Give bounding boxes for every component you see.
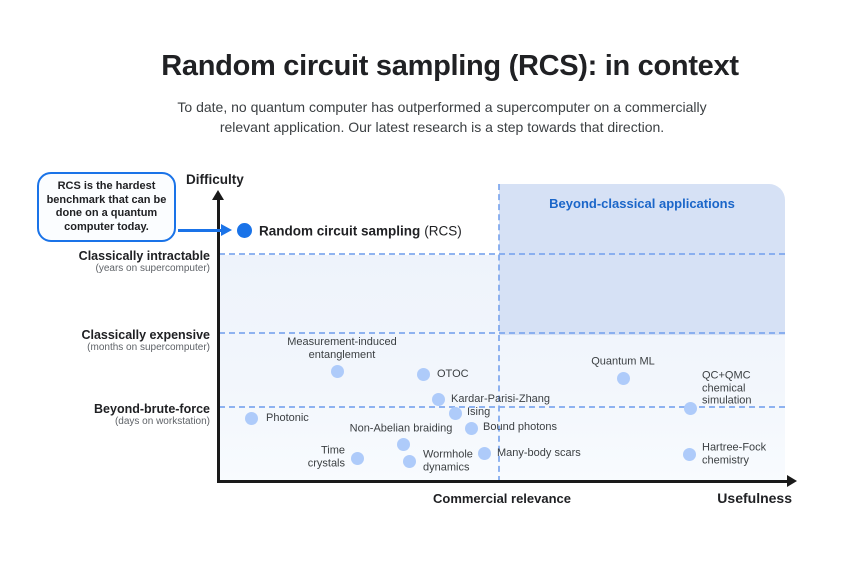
point-dot-wormhole-dynamics [402,454,416,468]
y-level-beyond-brute-force: Beyond-brute-force (days on workstation) [10,402,210,428]
y-level-classically-intractable: Classically intractable (years on superc… [10,249,210,275]
rcs-callout-box: RCS is the hardest benchmark that can be… [37,172,176,242]
point-dot-ising [448,406,462,420]
dashed-line-beyond-brute-force [219,406,785,408]
point-label-ising: Ising [467,405,491,418]
rcs-callout-text: RCS is the hardest benchmark that can be… [46,180,167,233]
x-axis-annotation: Commercial relevance [432,491,572,506]
y-level-sublabel: (days on workstation) [114,416,210,427]
point-dot-photonic [244,411,258,425]
x-axis-arrow-icon [787,475,797,487]
rcs-label-bold: Random circuit sampling [259,223,421,239]
callout-arrow-line [178,229,222,232]
point-dot-quantum-ml [616,371,630,385]
y-level-label: Classically expensive [81,328,210,342]
point-dot-random-circuit-sampling [237,223,252,238]
dashed-line-commercial-relevance [498,184,500,482]
point-label-kardar-parisi-zhang: Kardar-Parisi-Zhang [451,392,551,405]
point-label-quantum-ml: Quantum ML [591,355,655,368]
point-dot-non-abelian-braiding [396,437,410,451]
point-label-non-abelian-braiding: Non-Abelian braiding [349,422,453,435]
x-axis-title: Usefulness [717,490,792,506]
point-label-many-body-scars: Many-body scars [497,446,581,459]
y-level-classically-expensive: Classically expensive (months on superco… [10,328,210,354]
dashed-line-classically-intractable [219,253,785,255]
point-dot-bound-photons [464,421,478,435]
page-title: Random circuit sampling (RCS): in contex… [161,50,739,82]
page-subtitle: To date, no quantum computer has outperf… [36,98,848,137]
point-dot-time-crystals [350,451,364,465]
subtitle-line-1: To date, no quantum computer has outperf… [177,99,707,115]
point-dot-qc-qmc-chemical-simulation [683,401,697,415]
point-label-photonic: Photonic [266,411,309,424]
point-label-otoc: OTOC [437,367,469,380]
y-level-sublabel: (months on supercomputer) [87,342,210,353]
rcs-label-suffix: (RCS) [424,223,462,239]
y-axis-arrow-icon [212,190,224,200]
point-dot-measurement-induced-entanglement [330,364,344,378]
y-level-label: Beyond-brute-force [94,402,210,416]
beyond-classical-region: Beyond-classical applications [499,184,785,335]
beyond-classical-region-label: Beyond-classical applications [549,196,735,211]
y-axis-title: Difficulty [186,172,244,187]
x-axis-line [217,480,787,483]
y-axis-line [217,199,220,482]
dashed-line-classically-expensive [219,332,785,334]
point-dot-kardar-parisi-zhang [431,392,445,406]
y-level-sublabel: (years on supercomputer) [95,263,211,274]
point-label-bound-photons: Bound photons [483,420,558,433]
y-level-label: Classically intractable [78,249,210,263]
point-dot-many-body-scars [477,446,491,460]
point-dot-hartree-fock-chemistry [682,447,696,461]
point-dot-otoc [416,367,430,381]
callout-arrow-icon [221,224,232,236]
point-label-random-circuit-sampling: Random circuit sampling(RCS) [259,224,462,239]
subtitle-line-2: relevant application. Our latest researc… [219,118,665,135]
